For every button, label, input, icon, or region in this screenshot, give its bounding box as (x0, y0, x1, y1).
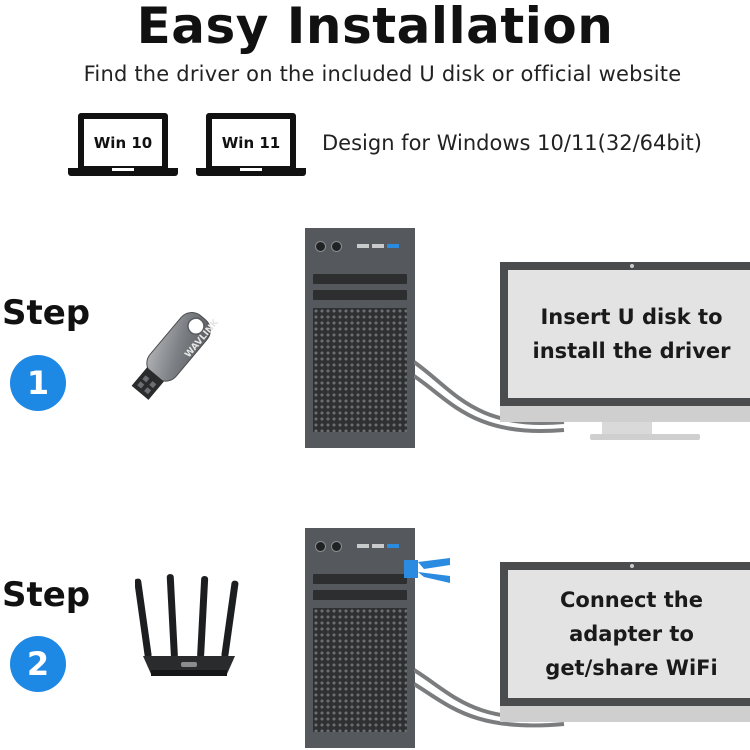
audio-port (315, 241, 326, 252)
wifi-adapter-icon (135, 574, 239, 676)
drive-bay (313, 590, 407, 600)
audio-port (315, 541, 326, 552)
step-2-screen-line-3: get/share WiFi (545, 656, 718, 680)
step-2-screen-line-1: Connect the (559, 588, 703, 612)
step-2-number-badge: 2 (10, 636, 66, 692)
drive-bay (313, 574, 407, 584)
drive-bay (313, 274, 407, 284)
usb-port (387, 244, 399, 248)
monitor-step-1: Insert U disk to install the driver (500, 262, 750, 440)
monitor-step-2: Connect the adapter to get/share WiFi (500, 562, 750, 722)
subtitle: Find the driver on the included U disk o… (83, 62, 682, 86)
laptop-icon-win10: Win 10 (68, 113, 178, 177)
usb-plug-icon (404, 558, 450, 583)
pc-tower-step-1 (305, 228, 415, 448)
step-2-screen-line-2: adapter to (569, 622, 694, 646)
usb-port (357, 544, 369, 548)
usb-port (387, 544, 399, 548)
step-1-number-badge: 1 (10, 355, 66, 411)
laptop-icon-win11: Win 11 (196, 113, 306, 177)
usb-flash-drive-icon: WAVLINK (131, 312, 222, 400)
step-2-label: Step (2, 575, 91, 615)
step-1-screen-line-2: install the driver (532, 339, 731, 363)
compatibility-text: Design for Windows 10/11(32/64bit) (322, 131, 702, 155)
step-1-screen-line-1: Insert U disk to (540, 305, 723, 329)
audio-port (331, 541, 342, 552)
win10-badge-label: Win 10 (78, 113, 168, 172)
audio-port (331, 241, 342, 252)
usb-port (357, 244, 369, 248)
win11-badge-label: Win 11 (206, 113, 296, 172)
page-title: Easy Installation (136, 0, 614, 55)
drive-bay (313, 290, 407, 300)
monitor-screen-step-1: Insert U disk to install the driver (508, 270, 750, 398)
usb-port (372, 244, 384, 248)
usb-port (372, 544, 384, 548)
cable-step-1 (414, 360, 565, 434)
monitor-screen-step-2: Connect the adapter to get/share WiFi (508, 570, 750, 698)
pc-tower-step-2 (305, 528, 415, 748)
vent-grille (313, 308, 407, 432)
step-1-label: Step (2, 293, 91, 333)
vent-grille (313, 608, 407, 732)
